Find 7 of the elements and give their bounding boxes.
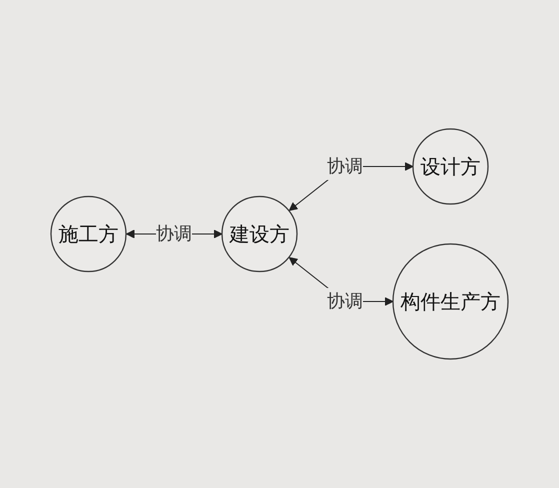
edge-label: 协调 <box>156 224 192 244</box>
node-circle: 施工方 <box>50 196 127 272</box>
edge-label: 协调 <box>327 291 363 312</box>
node-circle: 建设方 <box>221 196 298 272</box>
node-circle: 构件生产方 <box>392 243 509 360</box>
node-circle: 设计方 <box>412 128 489 205</box>
edge-label: 协调 <box>327 156 363 177</box>
